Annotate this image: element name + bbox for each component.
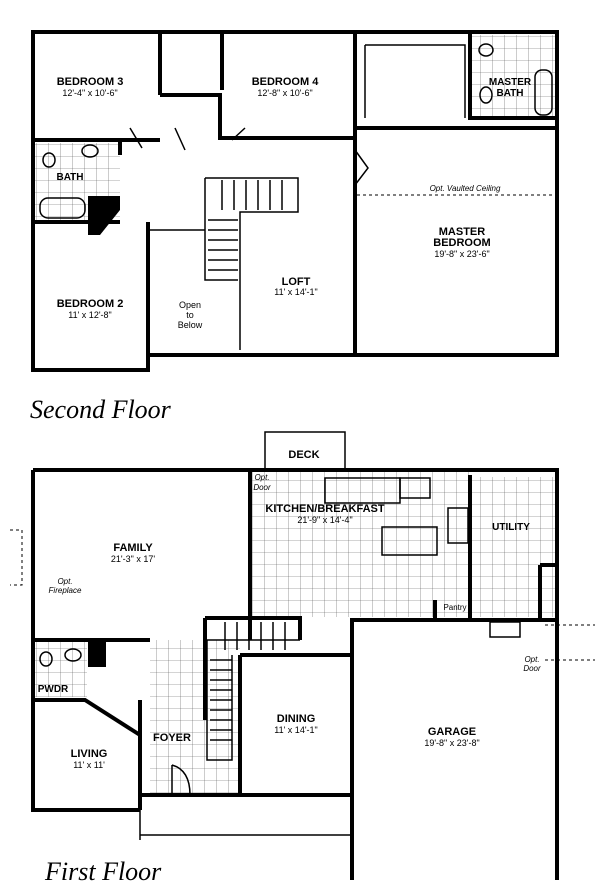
garage-opt-door-2: Door: [523, 664, 541, 673]
master-bedroom-label-2: BEDROOM: [433, 237, 490, 249]
kitchen-size: 21'-9" x 14'-4": [297, 515, 352, 525]
master-bath-label-2: BATH: [496, 88, 523, 99]
utility-label: UTILITY: [492, 522, 530, 533]
pantry-label: Pantry: [443, 603, 466, 612]
second-floor-plan: BEDROOM 3 12'-4" x 10'-6" BEDROOM 4 12'-…: [31, 30, 559, 372]
bedroom3-label: BEDROOM 3: [57, 76, 124, 88]
kitchen-label: KITCHEN/BREAKFAST: [265, 503, 384, 515]
kitchen-opt-door-2: Door: [253, 483, 271, 492]
open-below-2: to: [186, 310, 194, 320]
loft-size: 11' x 14'-1": [274, 287, 318, 297]
fireplace-note-1: Opt.: [57, 577, 72, 586]
family-size: 21'-3" x 17': [111, 554, 155, 564]
second-floor-title: Second Floor: [30, 395, 172, 424]
deck-label: DECK: [288, 449, 319, 461]
family-label: FAMILY: [113, 542, 153, 554]
garage-label: GARAGE: [428, 726, 476, 738]
foyer-label: FOYER: [153, 732, 191, 744]
master-bedroom-size: 19'-8" x 23'-6": [434, 249, 489, 259]
master-bath-label-1: MASTER: [489, 77, 532, 88]
fireplace-note-2: Fireplace: [49, 586, 82, 595]
dining-size: 11' x 14'-1": [274, 725, 318, 735]
bedroom4-label: BEDROOM 4: [252, 76, 320, 88]
kitchen-opt-door-1: Opt.: [254, 473, 269, 482]
first-floor-plan: DECK Opt. Door KITCHEN/BREAKFAST 21'-9" …: [10, 431, 595, 880]
dining-label: DINING: [277, 713, 316, 725]
living-label: LIVING: [71, 748, 108, 760]
loft-label: LOFT: [282, 276, 311, 288]
bedroom3-size: 12'-4" x 10'-6": [62, 88, 117, 98]
bedroom4-size: 12'-8" x 10'-6": [257, 88, 312, 98]
open-below-3: Below: [178, 320, 203, 330]
bedroom2-label: BEDROOM 2: [57, 298, 124, 310]
first-floor-title: First Floor: [44, 857, 162, 886]
garage-size: 19'-8" x 23'-8": [424, 738, 479, 748]
garage-opt-door-1: Opt.: [524, 655, 539, 664]
living-size: 11' x 11': [73, 760, 105, 770]
pwdr-label: PWDR: [38, 684, 69, 695]
vaulted-ceiling-note: Opt. Vaulted Ceiling: [430, 184, 501, 193]
master-bedroom-label-1: MASTER: [439, 226, 486, 238]
open-below-1: Open: [179, 300, 201, 310]
bedroom2-size: 11' x 12'-8": [68, 310, 112, 320]
bath-label: BATH: [56, 172, 83, 183]
